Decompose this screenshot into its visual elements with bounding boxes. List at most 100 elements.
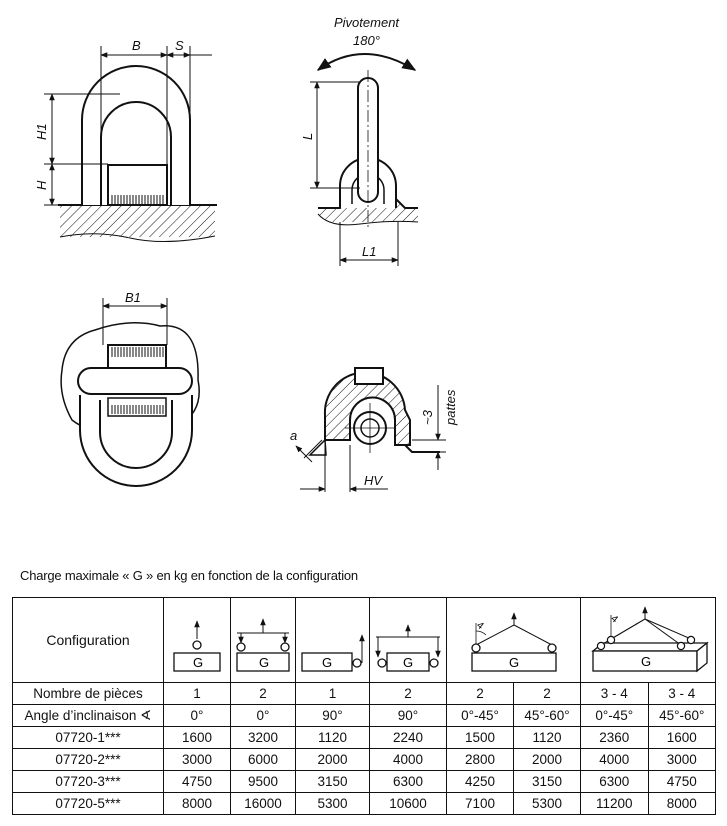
angle-cell: 45°-60° — [647, 704, 716, 727]
load-value: 2000 — [513, 748, 581, 771]
angle-label: Angle d’inclinaison ∢ — [12, 704, 164, 727]
angle-row: Angle d’inclinaison ∢ 0° 0° 90° 90° 0°-4… — [12, 704, 716, 727]
pieces-cell: 2 — [230, 682, 296, 705]
dim-l1-label: L1 — [362, 244, 376, 259]
side-view: Pivotement 180° L L1 — [300, 15, 419, 266]
config-cell-6: 4 G — [580, 597, 716, 683]
pivot-angle: 180° — [353, 33, 380, 48]
load-value: 5300 — [295, 792, 370, 815]
load-value: 6300 — [369, 770, 447, 793]
config-load-g: G — [193, 655, 203, 670]
pieces-cell: 1 — [163, 682, 231, 705]
config-load-g: G — [259, 655, 269, 670]
load-value: 2360 — [580, 726, 649, 749]
angle-cell: 0°-45° — [446, 704, 514, 727]
pieces-cell: 3 - 4 — [647, 682, 716, 705]
load-value: 1120 — [513, 726, 581, 749]
load-value: 4250 — [446, 770, 514, 793]
dim-l-label: L — [300, 133, 315, 140]
load-value: 11200 — [580, 792, 649, 815]
load-value: 3000 — [163, 748, 231, 771]
dim-pattes-label: pattes — [443, 389, 458, 426]
pieces-cell: 2 — [369, 682, 447, 705]
angle-cell: 0°-45° — [580, 704, 649, 727]
config-angle-mark: 4 — [608, 613, 620, 625]
load-value: 3150 — [513, 770, 581, 793]
dim-s-label: S — [175, 38, 184, 53]
load-value: 1600 — [163, 726, 231, 749]
pieces-row: Nombre de pièces 1 2 1 2 2 2 3 - 4 3 - 4 — [12, 682, 716, 705]
config-load-g: G — [509, 655, 519, 670]
dim-b-label: B — [132, 38, 141, 53]
config-cell-2: G — [230, 597, 296, 683]
table-row: 07720-5*** 8000 16000 5300 10600 7100 53… — [12, 792, 716, 815]
load-value: 16000 — [230, 792, 296, 815]
load-value: 8000 — [163, 792, 231, 815]
technical-drawings: B S H1 H Pivotement 180° L L1 — [34, 15, 458, 492]
load-table: Configuration G G — [12, 597, 716, 815]
config-label: Configuration — [12, 597, 164, 683]
top-thread — [110, 347, 164, 357]
load-value: 7100 — [446, 792, 514, 815]
angle-cell: 0° — [163, 704, 231, 727]
config-double-inclined-icon: 4 G — [470, 612, 557, 672]
article-number: 07720-5*** — [12, 792, 164, 815]
pieces-cell: 1 — [295, 682, 370, 705]
table-row: 07720-2*** 3000 6000 2000 4000 2800 2000… — [12, 748, 716, 771]
weld-section-hatch — [323, 371, 411, 446]
weld-detail-view: a HV ~3 pattes — [290, 367, 458, 492]
pivot-text: Pivotement — [334, 15, 400, 30]
load-value: 6000 — [230, 748, 296, 771]
article-number: 07720-2*** — [12, 748, 164, 771]
load-value: 10600 — [369, 792, 447, 815]
load-value: 3000 — [647, 748, 716, 771]
load-value: 6300 — [580, 770, 649, 793]
load-value: 1120 — [295, 726, 370, 749]
load-value: 2240 — [369, 726, 447, 749]
config-single-side-icon: G — [301, 634, 365, 672]
pieces-cell: 3 - 4 — [580, 682, 649, 705]
load-value: 1600 — [647, 726, 716, 749]
top-pivot-bar — [77, 367, 193, 395]
config-double-vertical-icon: G — [236, 618, 290, 672]
table-row: 07720-3*** 4750 9500 3150 6300 4250 3150… — [12, 770, 716, 793]
angle-cell: 90° — [295, 704, 370, 727]
load-value: 1500 — [446, 726, 514, 749]
weld-top-block — [354, 367, 384, 385]
dim-h-label: H — [34, 180, 49, 190]
article-number: 07720-3*** — [12, 770, 164, 793]
base-plate-hatch — [60, 205, 215, 237]
table-row: 07720-1*** 1600 3200 1120 2240 1500 1120… — [12, 726, 716, 749]
load-value: 4000 — [580, 748, 649, 771]
config-cell-3: G — [295, 597, 370, 683]
base-plate-break-line — [59, 233, 216, 243]
table-caption: Charge maximale « G » en kg en fonction … — [20, 568, 358, 583]
top-ring-inner — [99, 400, 173, 469]
config-cell-4: G — [369, 597, 447, 683]
side-base-break — [317, 213, 419, 226]
thread-marks — [110, 195, 165, 204]
dim-b1-label: B1 — [125, 290, 141, 305]
pieces-cell: 2 — [513, 682, 581, 705]
config-load-g: G — [322, 655, 332, 670]
pieces-cell: 2 — [446, 682, 514, 705]
dim-hv-label: HV — [364, 473, 383, 488]
load-value: 4750 — [647, 770, 716, 793]
angle-cell: 45°-60° — [513, 704, 581, 727]
config-cell-5: 4 G — [446, 597, 581, 683]
load-value: 5300 — [513, 792, 581, 815]
load-value: 3150 — [295, 770, 370, 793]
config-angle-mark: 4 — [474, 620, 486, 632]
top-view: B1 — [60, 290, 200, 487]
dim-h1-label: H1 — [34, 123, 49, 140]
load-value: 4000 — [369, 748, 447, 771]
load-value: 3200 — [230, 726, 296, 749]
load-value: 9500 — [230, 770, 296, 793]
article-number: 07720-1*** — [12, 726, 164, 749]
config-single-vertical-icon: G — [173, 620, 221, 672]
pivot-arrow — [316, 53, 417, 71]
angle-cell: 0° — [230, 704, 296, 727]
dim-a-label: a — [290, 428, 297, 443]
config-cell-1: G — [163, 597, 231, 683]
config-double-side-icon: G — [375, 624, 441, 672]
